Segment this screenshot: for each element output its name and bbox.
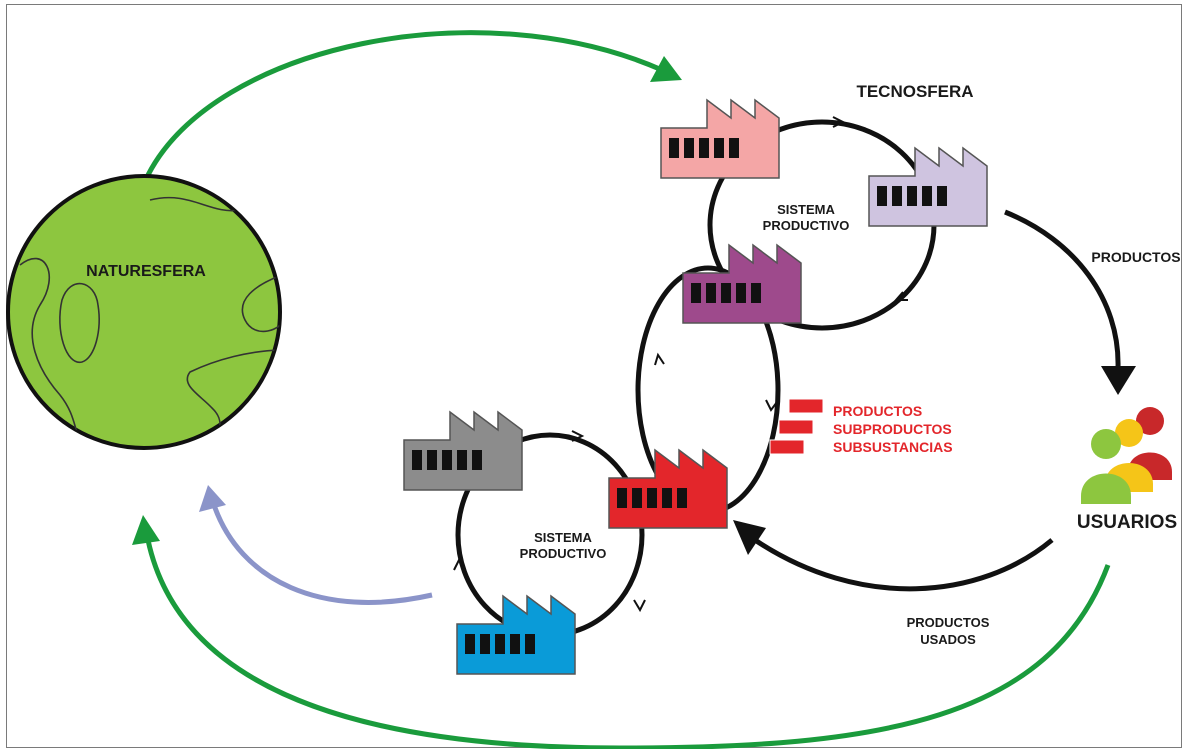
factory-window: [877, 186, 887, 206]
factory-window: [699, 138, 709, 158]
productos-usados-line1: PRODUCTOS: [907, 615, 990, 630]
factory-window: [465, 634, 475, 654]
factory-window: [677, 488, 687, 508]
factory-window: [751, 283, 761, 303]
factory-window: [922, 186, 932, 206]
factory-window: [729, 138, 739, 158]
sistema-bottom-line1: SISTEMA: [534, 530, 592, 545]
factory-window: [525, 634, 535, 654]
sistema-top-line2: PRODUCTIVO: [763, 218, 850, 233]
factory-window: [907, 186, 917, 206]
factory-window: [510, 634, 520, 654]
productos-usados-line2: USADOS: [920, 632, 976, 647]
productos-label: PRODUCTOS: [1091, 249, 1180, 265]
factory-icon: [608, 448, 728, 529]
arrow-productos: [1004, 209, 1136, 395]
factory-icon: [456, 594, 576, 675]
factory-window: [684, 138, 694, 158]
factory-icon: [403, 410, 523, 491]
factory-window: [736, 283, 746, 303]
green-arrow-to-naturesfera: [132, 515, 1111, 749]
factory-window: [714, 138, 724, 158]
globe-icon: [6, 174, 282, 450]
factory-window: [647, 488, 657, 508]
factory-window: [892, 186, 902, 206]
tecnosfera-label: TECNOSFERA: [856, 82, 973, 101]
naturesfera-label: NATURESFERA: [86, 263, 206, 280]
factory-window: [442, 450, 452, 470]
factory-icon: [868, 146, 988, 227]
factory-window: [457, 450, 467, 470]
legend-productos: PRODUCTOS: [833, 403, 922, 419]
factory-window: [669, 138, 679, 158]
factory-window: [472, 450, 482, 470]
blue-arrow-residues: [199, 485, 433, 605]
green-arrow-to-tecnosfera: [145, 30, 682, 177]
usuarios-label: USUARIOS: [1077, 512, 1177, 533]
factory-window: [632, 488, 642, 508]
factory-window: [617, 488, 627, 508]
factory-window: [937, 186, 947, 206]
arrow-productos-usados: [733, 520, 1054, 592]
factory-icon: [682, 243, 802, 324]
factory-window: [495, 634, 505, 654]
sistema-top-line1: SISTEMA: [777, 202, 835, 217]
sistema-bottom-line2: PRODUCTIVO: [520, 546, 607, 561]
legend-subproductos: SUBPRODUCTOS: [833, 421, 952, 437]
factory-window: [480, 634, 490, 654]
factory-window: [412, 450, 422, 470]
factory-window: [662, 488, 672, 508]
legend-blocks: [769, 398, 824, 455]
factory-window: [721, 283, 731, 303]
factory-window: [427, 450, 437, 470]
factory-icon: [660, 98, 780, 179]
factory-window: [691, 283, 701, 303]
factory-window: [706, 283, 716, 303]
users-icon: [1081, 407, 1172, 504]
legend-subsustancias: SUBSUSTANCIAS: [833, 439, 953, 455]
